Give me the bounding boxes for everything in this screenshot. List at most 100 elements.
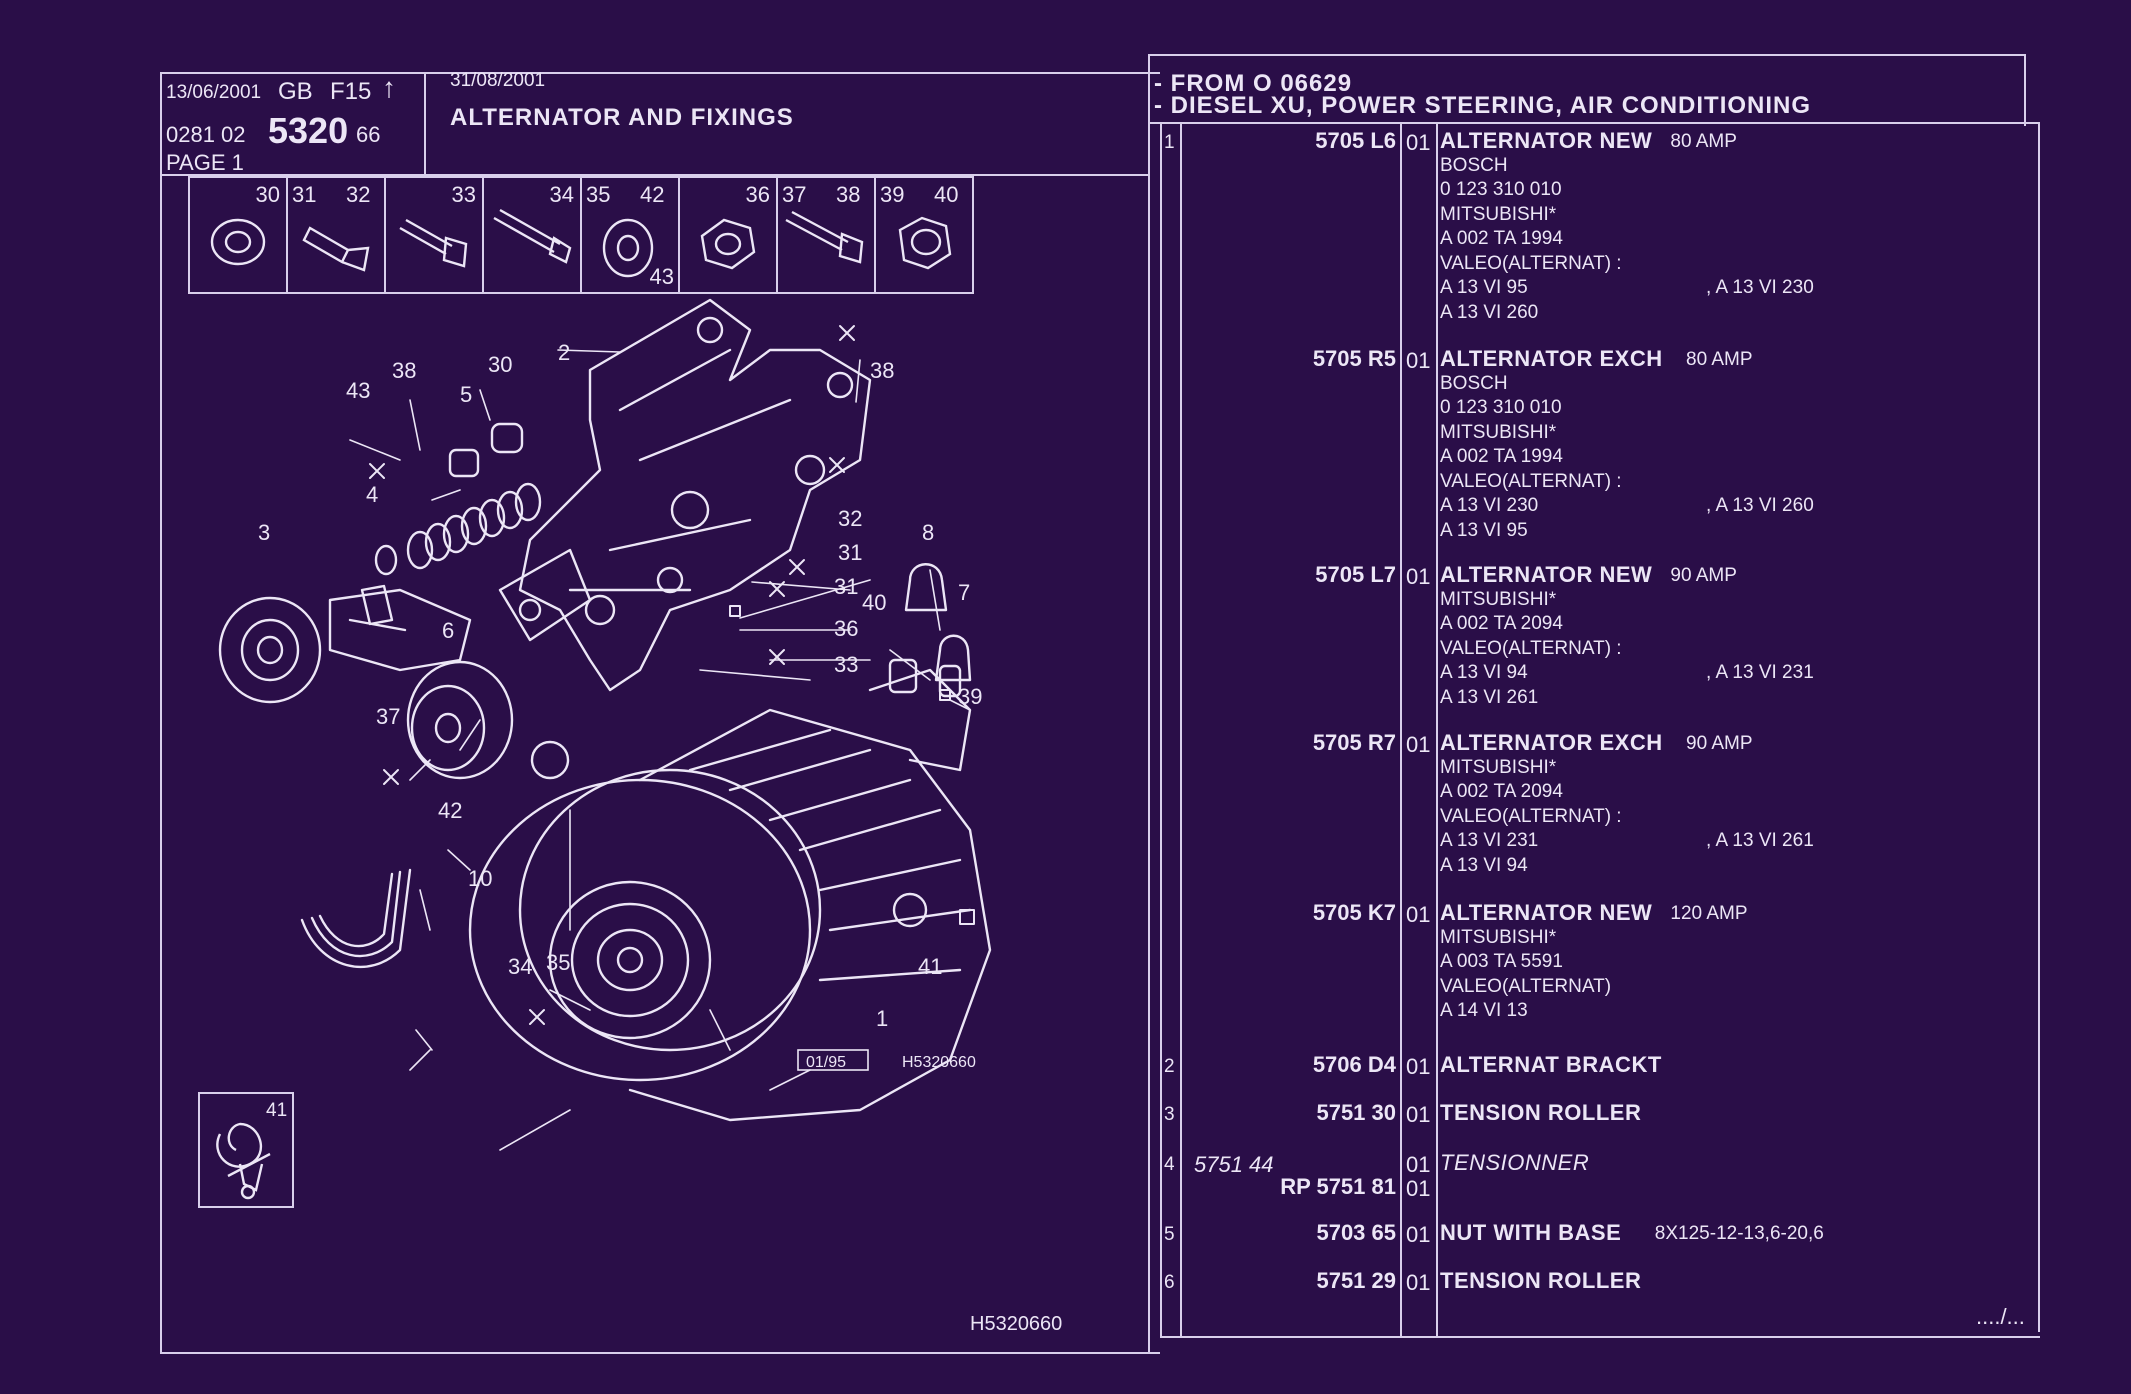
quantity: 01 <box>1406 1176 1431 1201</box>
part-detail-line: A 13 VI 94 <box>1440 662 1528 683</box>
quantity: 01 <box>1406 1054 1431 1079</box>
quantity: 01 <box>1406 348 1431 373</box>
part-name: TENSIONNER <box>1440 1150 1590 1175</box>
quantity: 01 <box>1406 130 1431 155</box>
part-detail-line: A 14 VI 13 <box>1440 1000 1528 1021</box>
frame-bottom <box>160 1352 1160 1354</box>
part-detail-line: MITSUBISHI* <box>1440 421 1557 443</box>
callout-number: 1 <box>876 1006 888 1031</box>
ref-code: H5320660 <box>902 1054 976 1071</box>
part-name: TENSION ROLLER <box>1440 1268 1642 1293</box>
part-reference: 5705 L6 <box>1315 128 1396 153</box>
quantity: 01 <box>1406 564 1431 589</box>
part-suffix: 80 AMP <box>1670 131 1737 152</box>
section-code: F15 <box>330 78 372 105</box>
frame-right-lower <box>2038 122 2040 1332</box>
header-bottom-right <box>1148 122 2038 124</box>
col-rule-ref <box>1180 124 1182 1338</box>
part-suffix: 8X125-12-13,6-20,6 <box>1654 1223 1824 1244</box>
callout-number: 7 <box>958 580 970 605</box>
application-line-2: - DIESEL XU, POWER STEERING, AIR CONDITI… <box>1154 92 1812 119</box>
callout-number: 31 <box>834 574 858 599</box>
part-detail-line: A 002 TA 1994 <box>1440 228 1563 249</box>
part-suffix: 90 AMP <box>1670 565 1737 586</box>
thumbnail-label: 30 <box>255 182 280 207</box>
callout-number: 5 <box>460 382 472 407</box>
part-name: ALTERNATOR EXCH <box>1440 730 1663 755</box>
part-detail-line: MITSUBISHI* <box>1440 588 1557 610</box>
callout-number: 2 <box>558 340 570 365</box>
part-detail-line: MITSUBISHI* <box>1440 203 1557 225</box>
code-prefix: 0281 02 <box>166 122 246 147</box>
frame-mid-divider <box>1148 56 1150 1354</box>
callout-number: 43 <box>346 378 370 403</box>
thumbnail-cell: 36 <box>678 178 776 292</box>
callout-number: 8 <box>922 520 934 545</box>
exploded-view-diagram: 2384338305432331318364076333937421041343… <box>218 298 1062 1335</box>
thumbnail-cell: 34 <box>482 178 580 292</box>
part-reference: 5706 D4 <box>1312 1052 1396 1077</box>
part-detail-line: VALEO(ALTERNAT) <box>1440 975 1612 997</box>
language-code: GB <box>278 78 313 105</box>
part-detail-line: A 13 VI 95 <box>1440 277 1528 298</box>
item-number: 3 <box>1164 1104 1175 1125</box>
footer-code: H5320660 <box>970 1313 1062 1335</box>
part-detail-line: VALEO(ALTERNAT) : <box>1440 637 1622 659</box>
part-suffix: 120 AMP <box>1670 903 1748 924</box>
part-name: ALTERNATOR NEW <box>1440 128 1653 153</box>
issue-date: 31/08/2001 <box>450 70 546 91</box>
part-reference: 5751 29 <box>1316 1268 1396 1293</box>
part-name: ALTERNATOR EXCH <box>1440 346 1663 371</box>
part-detail-line: A 002 TA 2094 <box>1440 613 1563 634</box>
part-detail-line: MITSUBISHI* <box>1440 756 1557 778</box>
part-detail-right: , A 13 VI 230 <box>1706 277 1814 298</box>
application-line-1: - FROM O 06629 <box>1154 70 1353 97</box>
item-number: 4 <box>1164 1154 1175 1175</box>
part-detail-line: A 13 VI 261 <box>1440 686 1539 708</box>
thumbnail-label: 39 <box>880 182 905 207</box>
col-rule-desc <box>1436 124 1438 1338</box>
header-split <box>424 72 426 176</box>
idler-pulley <box>406 660 514 780</box>
part-name: ALTERNAT BRACKT <box>1440 1052 1662 1077</box>
callout-number: 30 <box>488 352 512 377</box>
drive-belt <box>300 868 412 969</box>
page-label: PAGE 1 <box>166 150 244 175</box>
thumbnail-cell: 33 <box>384 178 482 292</box>
quantity: 01 <box>1406 732 1431 757</box>
callout-number: 41 <box>918 954 942 979</box>
part-detail-line: A 002 TA 2094 <box>1440 781 1563 802</box>
part-reference: 5705 R7 <box>1312 730 1396 755</box>
part-detail-line: MITSUBISHI* <box>1440 926 1557 948</box>
part-reference: 5703 65 <box>1316 1220 1396 1245</box>
thumbnail-label: 33 <box>451 182 476 207</box>
code-main: 5320 <box>268 110 349 151</box>
ref-box-label: 01/95 <box>806 1054 846 1071</box>
leader-lines <box>349 349 971 1151</box>
part-suffix: 80 AMP <box>1686 349 1753 370</box>
part-reference: 5705 L7 <box>1315 562 1396 587</box>
col-rule-qty <box>1400 124 1402 1338</box>
callout-number: 36 <box>834 616 858 641</box>
frame-top-right <box>1148 54 2026 56</box>
callout-number: 40 <box>862 590 886 615</box>
item-number: 5 <box>1164 1224 1175 1245</box>
callout-number: 10 <box>468 866 492 891</box>
callout-number: 32 <box>838 506 862 531</box>
callout-number: 38 <box>392 358 416 383</box>
part-detail-line: BOSCH <box>1440 154 1508 176</box>
part-reference: RP 5751 81 <box>1280 1174 1396 1199</box>
item-number: 6 <box>1164 1272 1175 1293</box>
thumbnail-label: 32 <box>346 182 371 207</box>
part-detail-line: BOSCH <box>1440 372 1508 394</box>
page-title: ALTERNATOR AND FIXINGS <box>450 104 794 131</box>
part-detail-line: A 003 TA 5591 <box>1440 951 1563 972</box>
alt-reference: 5751 44 <box>1194 1152 1274 1177</box>
code-suffix: 66 <box>356 122 381 147</box>
callout-number: 33 <box>834 652 858 677</box>
part-detail-line: 0 123 310 010 <box>1440 397 1562 418</box>
